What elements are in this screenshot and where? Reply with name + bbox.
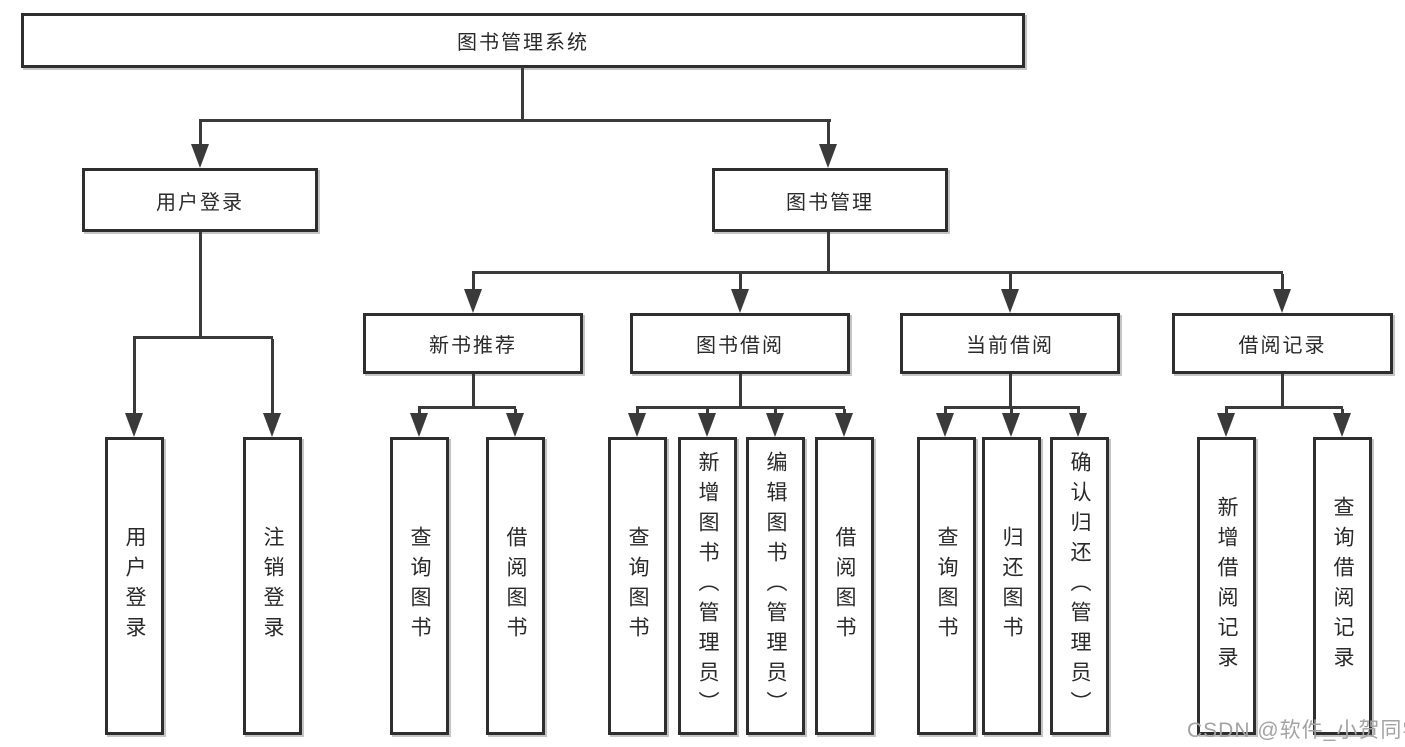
arrow-down-icon <box>698 413 716 437</box>
arrow-down-icon <box>410 413 428 437</box>
connector-line <box>636 409 639 415</box>
connector-line <box>944 406 1080 409</box>
node-user-login: 用户登录 <box>82 168 318 232</box>
connector-line <box>1009 374 1012 406</box>
leaf-borrow-edit-books-admin: 编辑图书（管理员） <box>746 437 805 735</box>
leaf-current-return-books-label: 归还图书 <box>1000 526 1023 646</box>
arrow-down-icon <box>1002 413 1020 437</box>
node-new-book-recommend-label: 新书推荐 <box>429 335 517 357</box>
connector-line <box>418 409 421 415</box>
arrow-down-icon <box>936 413 954 437</box>
connector-line <box>1281 274 1284 291</box>
connector-line <box>418 406 516 409</box>
arrow-down-icon <box>731 289 749 313</box>
leaf-borrow-add-books-admin: 新增图书（管理员） <box>678 437 737 735</box>
arrow-down-icon <box>263 413 281 437</box>
leaf-borrow-edit-books-admin-label: 编辑图书（管理员） <box>764 451 787 721</box>
leaf-user-login: 用户登录 <box>105 437 164 735</box>
leaf-current-query-books-label: 查询图书 <box>935 526 958 646</box>
connector-line <box>774 409 777 415</box>
connector-line <box>199 232 202 336</box>
connector-line <box>199 122 202 146</box>
node-user-login-label: 用户登录 <box>156 191 244 214</box>
node-book-management-label: 图书管理 <box>786 191 874 214</box>
arrow-down-icon <box>628 413 646 437</box>
connector-line <box>1225 409 1228 415</box>
arrow-down-icon <box>191 144 209 168</box>
leaf-current-return-books: 归还图书 <box>982 437 1041 735</box>
node-book-management: 图书管理 <box>712 168 948 232</box>
connector-line <box>739 374 742 406</box>
arrow-down-icon <box>1333 413 1351 437</box>
node-current-borrow-label: 当前借阅 <box>966 335 1054 357</box>
node-new-book-recommend: 新书推荐 <box>363 313 583 374</box>
connector-line <box>521 67 524 119</box>
leaf-borrow-add-books-admin-label: 新增图书（管理员） <box>696 451 719 721</box>
arrow-down-icon <box>506 413 524 437</box>
leaf-record-add-borrow-record: 新增借阅记录 <box>1197 437 1256 735</box>
arrow-down-icon <box>1217 413 1235 437</box>
leaf-record-query-borrow-record: 查询借阅记录 <box>1313 437 1372 735</box>
connector-line <box>1077 409 1080 415</box>
connector-line <box>739 274 742 291</box>
arrow-down-icon <box>464 289 482 313</box>
node-borrow-record-label: 借阅记录 <box>1238 335 1327 357</box>
leaf-logout-label: 注销登录 <box>261 526 284 646</box>
connector-line <box>133 336 273 339</box>
node-root-label: 图书管理系统 <box>457 32 589 54</box>
connector-line <box>706 409 709 415</box>
arrow-down-icon <box>819 144 837 168</box>
leaf-user-login-label: 用户登录 <box>123 526 146 646</box>
arrow-down-icon <box>1069 413 1087 437</box>
connector-line <box>843 409 846 415</box>
leaf-newbook-borrow-books: 借阅图书 <box>486 437 545 735</box>
connector-line <box>472 374 475 406</box>
node-root-system: 图书管理系统 <box>21 13 1025 68</box>
connector-line <box>636 406 845 409</box>
node-book-borrow-label: 图书借阅 <box>696 335 784 357</box>
connector-line <box>1281 374 1284 406</box>
connector-line <box>199 119 831 122</box>
connector-line <box>133 339 136 415</box>
connector-line <box>827 232 830 271</box>
connector-line <box>472 274 475 291</box>
leaf-record-query-borrow-record-label: 查询借阅记录 <box>1331 496 1354 676</box>
leaf-borrow-query-books: 查询图书 <box>608 437 667 735</box>
connector-line <box>1010 409 1013 415</box>
leaf-current-confirm-return-admin-label: 确认归还（管理员） <box>1068 451 1091 721</box>
connector-line <box>827 122 830 146</box>
arrow-down-icon <box>766 413 784 437</box>
connector-line <box>1341 409 1344 415</box>
leaf-newbook-query-books-label: 查询图书 <box>408 526 431 646</box>
connector-line <box>271 339 274 415</box>
connector-line <box>1225 406 1343 409</box>
leaf-current-confirm-return-admin: 确认归还（管理员） <box>1050 437 1109 735</box>
leaf-newbook-borrow-books-label: 借阅图书 <box>504 526 527 646</box>
connector-line <box>1009 274 1012 291</box>
csdn-watermark: CSDN @软件_小贺同学 <box>1187 719 1405 742</box>
leaf-logout: 注销登录 <box>243 437 302 735</box>
leaf-record-add-borrow-record-label: 新增借阅记录 <box>1215 496 1238 676</box>
leaf-borrow-query-books-label: 查询图书 <box>626 526 649 646</box>
leaf-current-query-books: 查询图书 <box>917 437 976 735</box>
node-book-borrow: 图书借阅 <box>630 313 850 374</box>
arrow-down-icon <box>835 413 853 437</box>
connector-line <box>514 409 517 415</box>
arrow-down-icon <box>1001 289 1019 313</box>
node-borrow-record: 借阅记录 <box>1172 313 1393 374</box>
leaf-borrow-borrow-books-label: 借阅图书 <box>833 526 856 646</box>
node-current-borrow: 当前借阅 <box>900 313 1120 374</box>
arrow-down-icon <box>1273 289 1291 313</box>
connector-line <box>472 271 1283 274</box>
arrow-down-icon <box>125 413 143 437</box>
leaf-newbook-query-books: 查询图书 <box>390 437 449 735</box>
connector-line <box>944 409 947 415</box>
leaf-borrow-borrow-books: 借阅图书 <box>815 437 874 735</box>
